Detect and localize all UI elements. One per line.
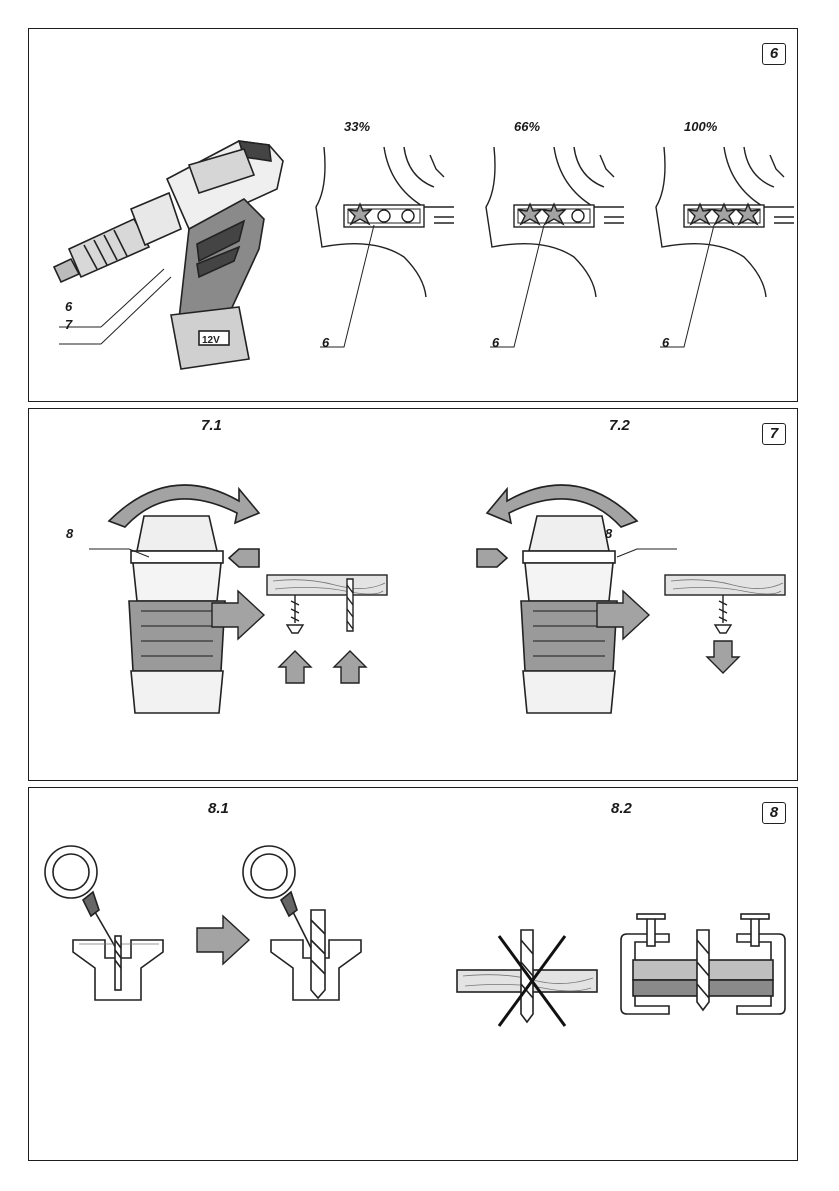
process-arrow-icon xyxy=(212,591,264,639)
callout-6-state: 6 xyxy=(492,335,499,350)
charge-percent-label: 66% xyxy=(514,119,540,134)
down-arrow-icon xyxy=(707,641,739,673)
up-arrow-icon xyxy=(279,651,311,683)
label-7-1: 7.1 xyxy=(201,417,222,434)
unlit-led-icon xyxy=(402,210,414,222)
push-arrow-icon xyxy=(229,549,259,567)
oil-bottle-i-beam-pilot xyxy=(43,840,183,980)
unlit-led-icon xyxy=(378,210,390,222)
figure-number-8: 8 xyxy=(762,802,786,824)
label-8-2: 8.2 xyxy=(611,800,632,817)
clamped-plank-correct xyxy=(613,914,793,1024)
oil-bottle-i-beam-drill-bit xyxy=(241,840,381,980)
process-arrow-icon xyxy=(597,591,649,639)
figure-7-panel: 7 7.1 7.2 8 xyxy=(28,408,798,781)
callout-6-state: 6 xyxy=(322,335,329,350)
wood-plank-screw-out xyxy=(663,571,803,681)
callout-8-left: 8 xyxy=(66,526,73,541)
unlit-led-icon xyxy=(572,210,584,222)
battery-indicator-closeup xyxy=(654,147,794,387)
figure-number-7: 7 xyxy=(762,423,786,445)
figure-number-6: 6 xyxy=(762,43,786,65)
callout-6-state: 6 xyxy=(662,335,669,350)
unsecured-plank-wrong xyxy=(453,926,603,1036)
charge-percent-label: 33% xyxy=(344,119,370,134)
battery-indicator-closeup xyxy=(314,147,454,387)
charge-percent-label: 100% xyxy=(684,119,717,134)
callout-6: 6 xyxy=(65,299,72,314)
push-arrow-icon xyxy=(477,549,507,567)
wood-plank-screw-drill-bit xyxy=(265,571,405,691)
battery-indicator-closeup xyxy=(484,147,624,387)
cordless-drill-illustration: 12V xyxy=(39,69,299,389)
callout-8-right: 8 xyxy=(605,526,612,541)
up-arrow-icon xyxy=(334,651,366,683)
svg-text:12V: 12V xyxy=(202,335,220,346)
figure-8-panel: 8 8.1 8.2 xyxy=(28,787,798,1161)
figure-6-panel: 6 12V 6 7 33% 6 6 6 xyxy=(28,28,798,402)
callout-7: 7 xyxy=(65,317,72,332)
label-8-1: 8.1 xyxy=(208,800,229,817)
label-7-2: 7.2 xyxy=(609,417,630,434)
